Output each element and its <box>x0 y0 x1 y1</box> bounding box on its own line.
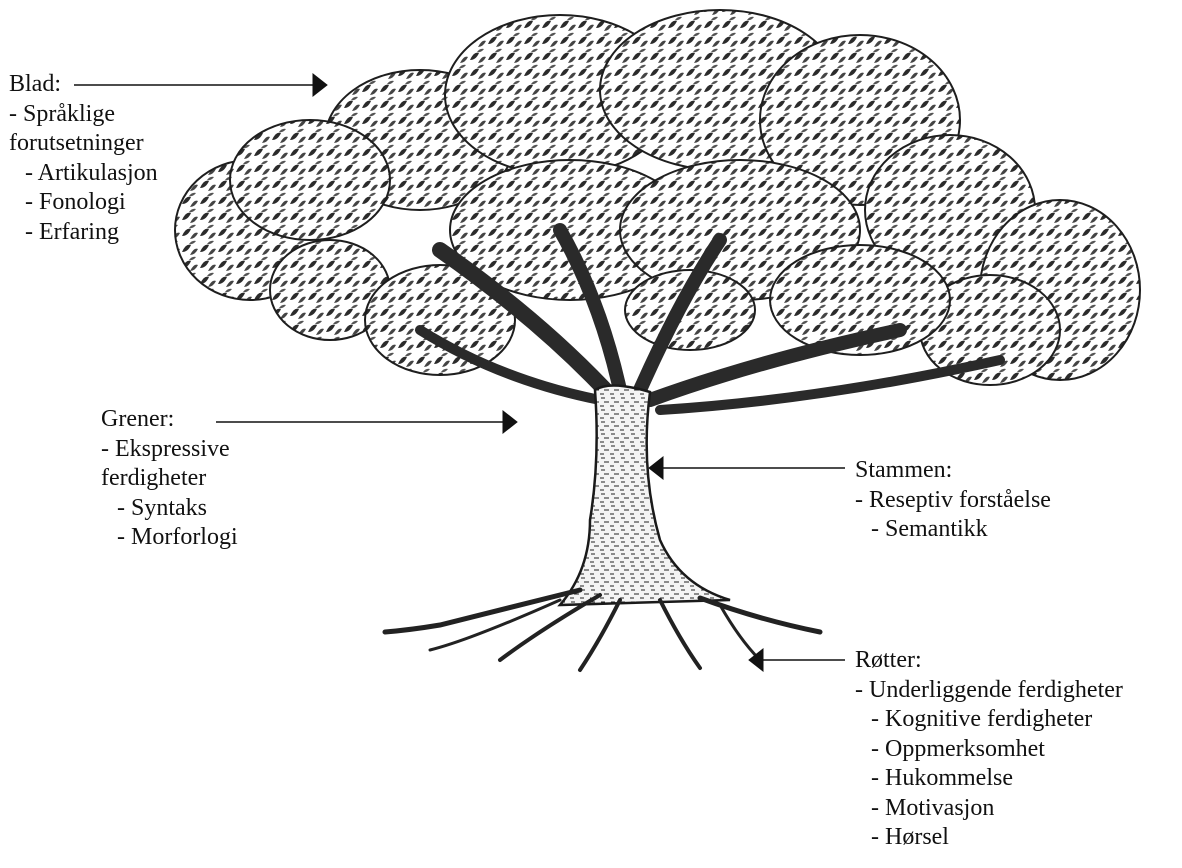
label-trunk: Stammen: - Reseptiv forståelse - Semanti… <box>855 456 1051 545</box>
label-roots-title: Røtter: <box>855 646 1123 676</box>
label-branches: Grener: - Ekspressive ferdigheter - Synt… <box>101 405 238 553</box>
arrow-roots <box>749 649 845 671</box>
label-leaves-line: - Artikulasjon <box>9 159 158 189</box>
label-roots-line: - Hørsel <box>855 823 1123 853</box>
label-branches-line: - Morforlogi <box>101 523 238 553</box>
label-leaves-line: - Fonologi <box>9 188 158 218</box>
label-leaves-line: forutsetninger <box>9 129 158 159</box>
label-roots-line: - Kognitive ferdigheter <box>855 705 1123 735</box>
label-trunk-line: - Semantikk <box>855 515 1051 545</box>
arrow-trunk <box>649 457 845 479</box>
label-branches-line: - Syntaks <box>101 494 238 524</box>
label-trunk-line: - Reseptiv forståelse <box>855 486 1051 516</box>
label-branches-line: - Ekspressive <box>101 435 238 465</box>
label-trunk-title: Stammen: <box>855 456 1051 486</box>
label-leaves-line: - Språklige <box>9 100 158 130</box>
label-roots-line: - Underliggende ferdigheter <box>855 676 1123 706</box>
label-roots-line: - Motivasjon <box>855 794 1123 824</box>
label-leaves-title: Blad: <box>9 70 158 100</box>
label-branches-title: Grener: <box>101 405 238 435</box>
label-roots: Røtter: - Underliggende ferdigheter - Ko… <box>855 646 1123 853</box>
label-roots-line: - Oppmerksomhet <box>855 735 1123 765</box>
tree-canopy <box>175 10 1140 385</box>
label-leaves: Blad: - Språklige forutsetninger - Artik… <box>9 70 158 247</box>
label-branches-line: ferdigheter <box>101 464 238 494</box>
arrow-branches <box>216 411 517 433</box>
tree-trunk <box>560 385 730 605</box>
label-roots-line: - Hukommelse <box>855 764 1123 794</box>
label-leaves-line: - Erfaring <box>9 218 158 248</box>
